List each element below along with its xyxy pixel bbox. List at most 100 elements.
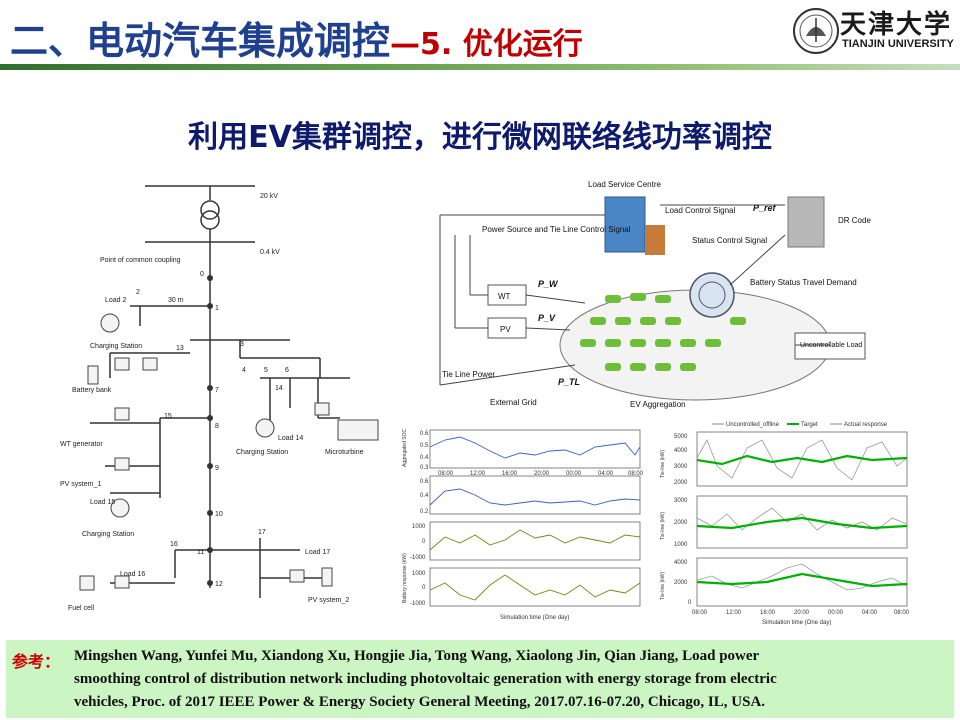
label-battery-bank: Battery bank xyxy=(72,387,112,394)
reference-line-3: vehicles, Proc. of 2017 IEEE Power & Ene… xyxy=(74,694,766,710)
node-label: 8 xyxy=(215,423,219,430)
node-label: 4 xyxy=(242,367,246,374)
y-tick: 1000 xyxy=(412,571,426,577)
node-label: 11 xyxy=(197,549,204,556)
series-soc-2 xyxy=(429,488,641,506)
y-axis-label: Tie-line (kW) xyxy=(660,572,666,600)
x-tick: 00:00 xyxy=(828,610,844,616)
series-response-1 xyxy=(429,529,641,551)
university-name-cn: 天津大学 xyxy=(840,10,953,40)
node-label: 10 xyxy=(215,511,223,518)
label-wt-generator: WT generator xyxy=(60,441,103,448)
header-title: 二、电动汽车集成调控—5. 优化运行 xyxy=(10,10,583,65)
label-charging-station-3: Charging Station xyxy=(82,531,134,538)
university-logo-icon xyxy=(793,8,839,54)
x-tick: 12:00 xyxy=(726,610,742,616)
label-distance: 30 m xyxy=(168,297,184,304)
series-uncontrolled-1 xyxy=(696,439,908,481)
label-p-tl: P_TL xyxy=(558,377,580,387)
x-tick: 08:00 xyxy=(692,610,708,616)
label-uncontrollable-load: Uncontrollable Load xyxy=(800,342,862,349)
title-subsection: 5. 优化运行 xyxy=(420,27,583,62)
reference-line-1: Mingshen Wang, Yunfei Mu, Xiandong Xu, H… xyxy=(74,648,760,664)
y-tick: -1000 xyxy=(410,555,426,561)
label-wt-box: WT xyxy=(498,292,511,301)
y-tick: 0 xyxy=(688,600,692,606)
y-tick: -1000 xyxy=(410,601,426,607)
label-20kv: 20 kV xyxy=(260,193,278,200)
reference-box xyxy=(6,640,954,718)
y-tick: 0.4 xyxy=(420,455,429,461)
label-p-w: P_W xyxy=(538,279,559,289)
y-tick: 0.3 xyxy=(420,465,429,471)
y-tick: 0.4 xyxy=(420,493,429,499)
label-microturbine: Microturbine xyxy=(325,449,364,456)
label-load15: Load 15 xyxy=(90,499,115,506)
x-tick: 00:00 xyxy=(566,471,582,477)
node-label: 0 xyxy=(200,271,204,278)
y-tick: 5000 xyxy=(674,434,688,440)
x-tick: 08:00 xyxy=(628,471,644,477)
series-target-3 xyxy=(696,572,908,588)
reference-label: 参考： xyxy=(12,652,61,671)
university-name-en: TIANJIN UNIVERSITY xyxy=(842,38,954,50)
y-axis-label: Tie-line (kW) xyxy=(660,512,666,540)
label-charging-station-1: Charging Station xyxy=(90,343,142,350)
node-label: 17 xyxy=(258,529,266,536)
label-pv2: PV system_2 xyxy=(308,597,349,604)
series-uncontrolled-3 xyxy=(696,563,908,591)
label-pv-box: PV xyxy=(500,325,511,334)
x-tick: 20:00 xyxy=(534,471,550,477)
label-load14: Load 14 xyxy=(278,435,303,442)
legend-uncontrolled: Uncontrolled_offline xyxy=(726,422,780,428)
node-label: 16 xyxy=(170,541,178,548)
node-label: 5 xyxy=(264,367,268,374)
x-tick: 08:00 xyxy=(894,610,910,616)
label-battery-status: Battery Status Travel Demand xyxy=(750,278,857,287)
label-power-source: Power Source and Tie Line Control Signal xyxy=(482,225,631,234)
x-tick: 12:00 xyxy=(470,471,486,477)
x-tick: 04:00 xyxy=(862,610,878,616)
y-axis-label: Battery response (kW) xyxy=(402,553,408,603)
reference-line-2: smoothing control of distribution networ… xyxy=(74,671,777,687)
x-tick: 04:00 xyxy=(598,471,614,477)
label-load-service-centre: Load Service Centre xyxy=(588,180,661,189)
node-label: 7 xyxy=(215,387,219,394)
y-tick: 0 xyxy=(422,539,426,545)
y-tick: 2000 xyxy=(674,520,688,526)
label-charging-station-2: Charging Station xyxy=(236,449,288,456)
label-04kv: 0.4 kV xyxy=(260,249,280,256)
series-target-2 xyxy=(696,516,908,530)
y-tick: 3000 xyxy=(674,464,688,470)
label-tie-line-power: Tie Line Power xyxy=(442,370,495,379)
x-tick: 16:00 xyxy=(502,471,518,477)
title-main: 二、电动汽车集成调控 xyxy=(10,19,391,63)
label-external-grid: External Grid xyxy=(490,398,537,407)
header-divider xyxy=(0,64,960,70)
tie-line-charts: Uncontrolled_offline Target Actual respo… xyxy=(660,422,910,626)
label-load2: Load 2 xyxy=(105,297,127,304)
x-axis-label: Simulation time (One day) xyxy=(500,615,569,621)
label-dr-code: DR Code xyxy=(838,216,871,225)
x-axis-label: Simulation time (One day) xyxy=(762,620,831,626)
x-tick: 08:00 xyxy=(438,471,454,477)
series-response-2 xyxy=(429,574,641,601)
node-label: 6 xyxy=(285,367,289,374)
y-axis-label: Aggregated SOC xyxy=(402,429,408,467)
battery-response-charts: 08:00 12:00 16:00 20:00 00:00 04:00 08:0… xyxy=(402,429,644,621)
label-ev-aggregation: EV Aggregation xyxy=(630,400,686,409)
y-tick: 1000 xyxy=(412,524,426,530)
y-tick: 0.5 xyxy=(420,443,429,449)
y-tick: 1000 xyxy=(674,542,688,548)
label-pv1: PV system_1 xyxy=(60,481,101,488)
y-tick: 4000 xyxy=(674,560,688,566)
label-p-ref: P_ref xyxy=(753,203,777,213)
label-load-control-signal: Load Control Signal xyxy=(665,206,735,215)
y-tick: 0.6 xyxy=(420,479,429,485)
y-tick: 2000 xyxy=(674,580,688,586)
label-status-control: Status Control Signal xyxy=(692,236,767,245)
slide-heading: 利用EV集群调控，进行微网联络线功率调控 xyxy=(188,120,772,155)
distribution-network-diagram: 20 kV 0.4 kV Point of common coupling 0 … xyxy=(60,185,379,612)
y-tick: 0 xyxy=(422,585,426,591)
label-load17: Load 17 xyxy=(305,549,330,556)
